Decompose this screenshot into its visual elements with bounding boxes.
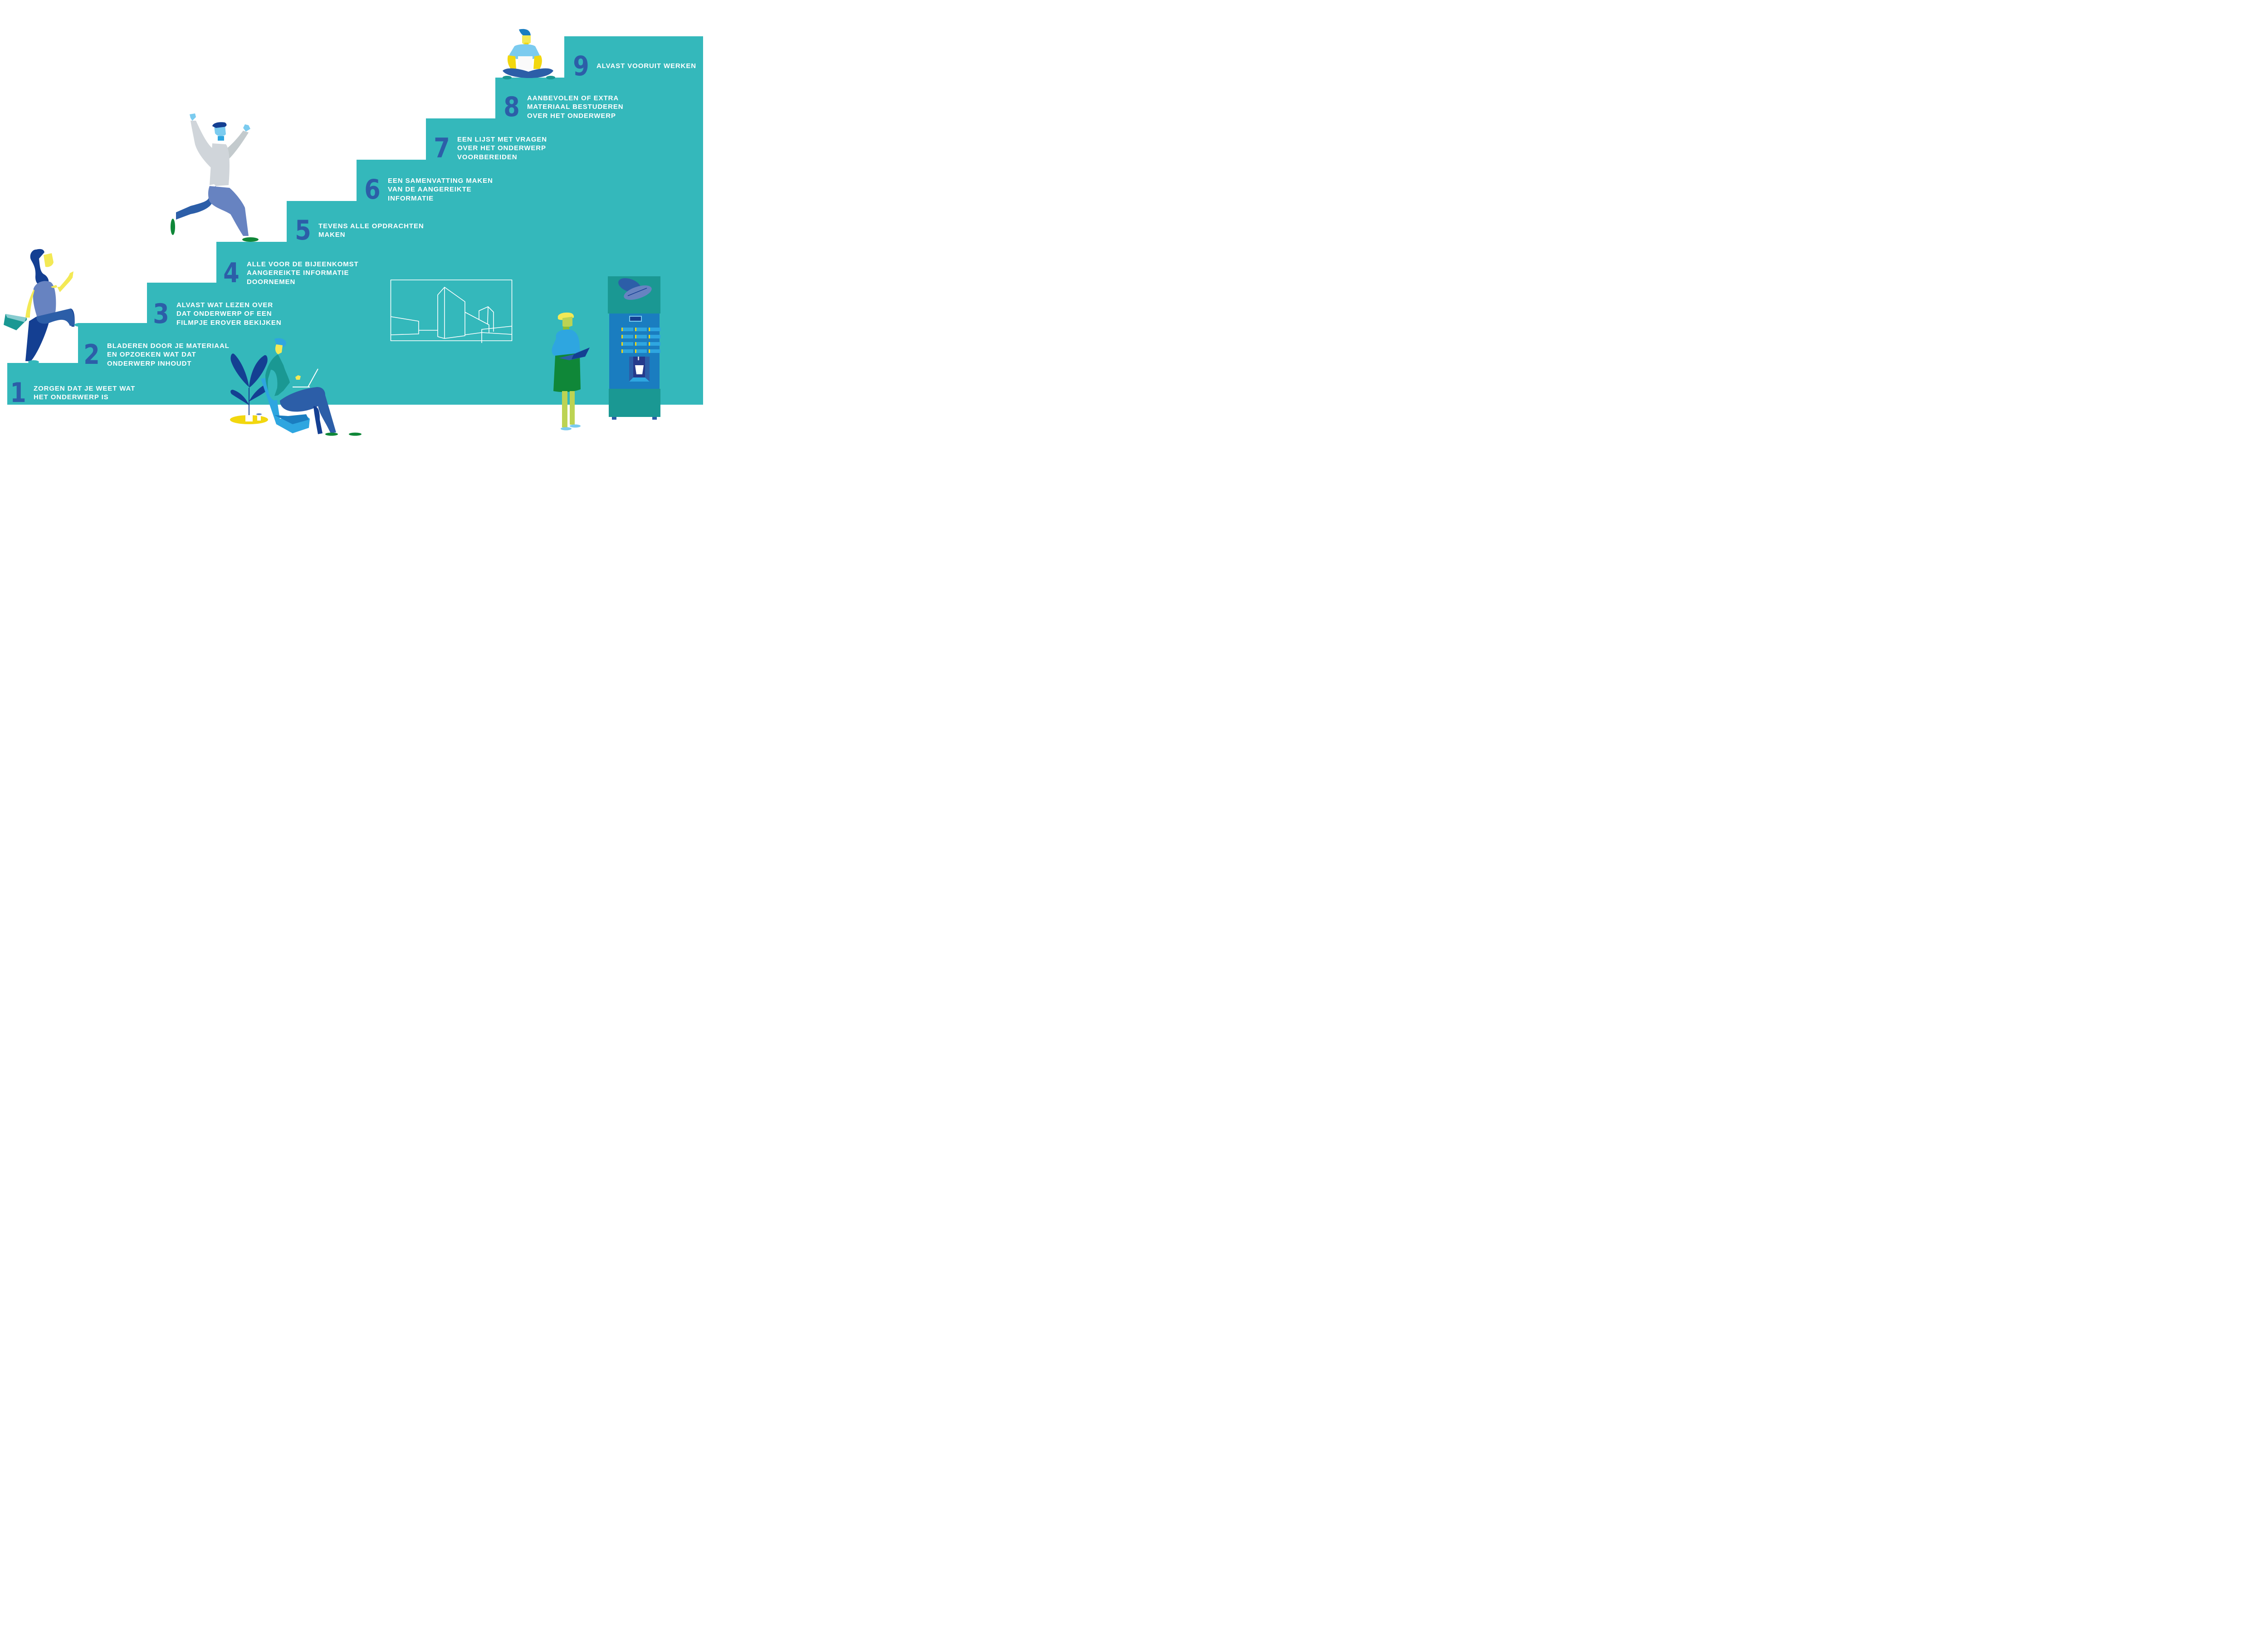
step-description: EEN SAMENVATTING MAKEN VAN DE AANGEREIKT…	[388, 176, 493, 202]
step-9: 9 ALVAST VOORUIT WERKEN	[569, 53, 696, 80]
step-number: 6	[364, 174, 381, 206]
man-on-chair-with-laptop-figure	[230, 338, 362, 436]
step-7: 7 EEN LIJST MET VRAGEN OVER HET ONDERWER…	[430, 135, 547, 162]
step-4: 4 ALLE VOOR DE BIJEENKOMST AANGEREIKTE I…	[220, 260, 359, 287]
jumping-man-figure	[171, 113, 259, 242]
step-number: 5	[295, 215, 311, 246]
step-number: 1	[10, 377, 26, 409]
woman-with-briefcase-figure	[4, 249, 85, 364]
step-number: 8	[503, 91, 520, 123]
step-8: 8 AANBEVOLEN OF EXTRA MATERIAAL BESTUDER…	[500, 93, 623, 121]
coffee-machine-icon	[608, 276, 660, 420]
step-description: ALVAST WAT LEZEN OVER DAT ONDERWERP OF E…	[176, 301, 282, 327]
step-6: 6 EEN SAMENVATTING MAKEN VAN DE AANGEREI…	[361, 176, 493, 203]
step-number: 9	[573, 50, 589, 82]
step-description: AANBEVOLEN OF EXTRA MATERIAAL BESTUDEREN…	[527, 94, 624, 120]
woman-with-laptop-figure	[552, 312, 590, 431]
step-description: ALVAST VOORUIT WERKEN	[596, 62, 697, 70]
step-block-6	[357, 160, 427, 403]
step-1: 1 ZORGEN DAT JE WEET WAT HET ONDERWERP I…	[6, 379, 135, 407]
step-block-7	[426, 118, 497, 403]
staircase-base	[7, 363, 703, 405]
staircase-infographic: 1 ZORGEN DAT JE WEET WAT HET ONDERWERP I…	[0, 0, 708, 449]
step-number: 7	[434, 132, 450, 164]
step-number: 4	[223, 257, 240, 289]
step-description: TEVENS ALLE OPDRACHTEN MAKEN	[318, 222, 424, 239]
step-number: 3	[153, 298, 169, 330]
step-description: EEN LIJST MET VRAGEN OVER HET ONDERWERP …	[457, 135, 547, 161]
step-2: 2 BLADEREN DOOR JE MATERIAAL EN OPZOEKEN…	[80, 341, 230, 368]
step-description: ALLE VOOR DE BIJEENKOMST AANGEREIKTE INF…	[247, 260, 359, 286]
step-description: BLADEREN DOOR JE MATERIAAL EN OPZOEKEN W…	[107, 342, 230, 367]
step-5: 5 TEVENS ALLE OPDRACHTEN MAKEN	[291, 217, 424, 244]
step-3: 3 ALVAST WAT LEZEN OVER DAT ONDERWERP OF…	[149, 300, 282, 328]
man-cross-legged-figure	[503, 29, 555, 79]
step-number: 2	[83, 339, 100, 371]
step-description: ZORGEN DAT JE WEET WAT HET ONDERWERP IS	[34, 384, 136, 402]
building-frame-icon	[390, 279, 513, 343]
